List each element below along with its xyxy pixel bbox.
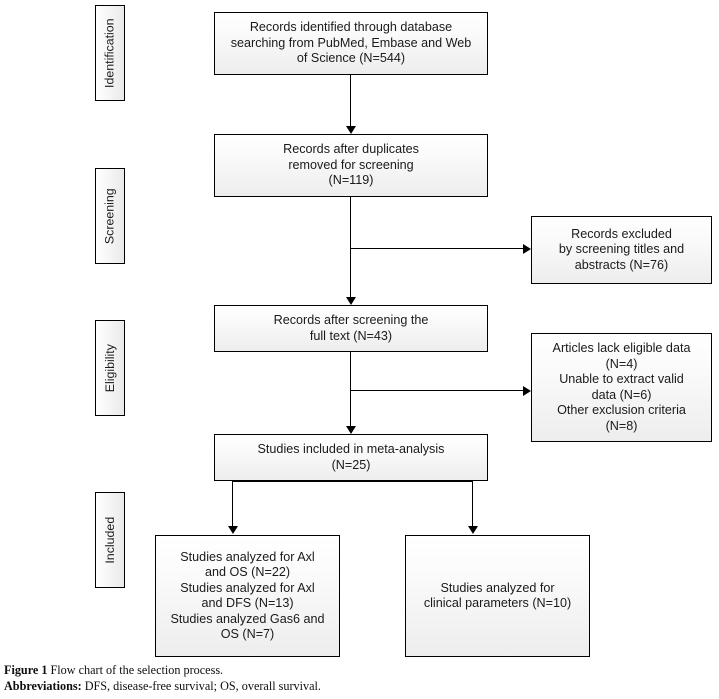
stage-label-identification: Identification xyxy=(95,5,125,101)
box-studies-analyzed-markers: Studies analyzed for Axl and OS (N=22) S… xyxy=(155,535,340,657)
arrowhead-fulltext-to-meta xyxy=(346,426,356,434)
box-records-excluded-screening-text: Records excluded by screening titles and… xyxy=(558,226,685,272)
stage-label-included-text: Included xyxy=(102,516,117,564)
caption-figure-text: Flow chart of the selection process. xyxy=(50,663,224,677)
caption-line-abbreviations: Abbreviations: DFS, disease-free surviva… xyxy=(4,678,704,694)
arrowhead-meta-to-markers xyxy=(228,526,238,534)
box-exclusion-reasons-eligibility: Articles lack eligible data (N=4) Unable… xyxy=(531,333,712,442)
connector-deduplicated-to-fulltext xyxy=(350,197,351,301)
figure-caption: Figure 1 Flow chart of the selection pro… xyxy=(4,662,704,694)
box-duplicates-removed: Records after duplicates removed for scr… xyxy=(214,134,488,197)
arrowhead-fulltext-to-excluded xyxy=(523,386,531,396)
caption-line-title: Figure 1 Flow chart of the selection pro… xyxy=(4,662,704,678)
stage-label-eligibility-text: Eligibility xyxy=(102,343,117,393)
connector-deduplicated-to-excluded xyxy=(350,248,525,249)
connector-fulltext-to-excluded xyxy=(350,390,525,391)
connector-meta-split-horizontal xyxy=(232,481,473,482)
connector-meta-to-markers xyxy=(232,481,233,528)
arrowhead-identified-to-deduplicated xyxy=(346,126,356,134)
box-duplicates-removed-text: Records after duplicates removed for scr… xyxy=(283,142,419,188)
arrowhead-deduplicated-to-excluded xyxy=(523,244,531,254)
box-studies-analyzed-markers-text: Studies analyzed for Axl and OS (N=22) S… xyxy=(170,549,325,642)
stage-label-screening-text: Screening xyxy=(102,188,117,244)
box-studies-included-meta: Studies included in meta-analysis (N=25) xyxy=(214,434,488,481)
caption-figure-label: Figure 1 xyxy=(4,663,48,677)
stage-label-screening: Screening xyxy=(95,168,125,264)
caption-abbrev-text: DFS, disease-free survival; OS, overall … xyxy=(84,679,321,693)
arrowhead-meta-to-clinical xyxy=(468,526,478,534)
box-records-identified: Records identified through database sear… xyxy=(214,12,488,75)
caption-abbrev-label: Abbreviations: xyxy=(4,679,82,693)
stage-label-eligibility: Eligibility xyxy=(95,320,125,416)
box-records-identified-text: Records identified through database sear… xyxy=(230,20,472,66)
box-studies-analyzed-clinical: Studies analyzed for clinical parameters… xyxy=(405,535,590,657)
arrowhead-deduplicated-to-fulltext xyxy=(346,297,356,305)
box-fulltext-screened: Records after screening the full text (N… xyxy=(214,305,488,352)
connector-identified-to-deduplicated xyxy=(350,75,351,130)
box-studies-analyzed-clinical-text: Studies analyzed for clinical parameters… xyxy=(423,580,572,611)
stage-label-identification-text: Identification xyxy=(102,18,117,88)
connector-fulltext-to-meta xyxy=(350,352,351,430)
stage-label-included: Included xyxy=(95,492,125,588)
connector-meta-to-clinical xyxy=(472,481,473,528)
box-fulltext-screened-text: Records after screening the full text (N… xyxy=(273,313,429,343)
box-exclusion-reasons-eligibility-text: Articles lack eligible data (N=4) Unable… xyxy=(552,341,691,433)
box-records-excluded-screening: Records excluded by screening titles and… xyxy=(531,216,712,284)
box-studies-included-meta-text: Studies included in meta-analysis (N=25) xyxy=(257,442,445,472)
